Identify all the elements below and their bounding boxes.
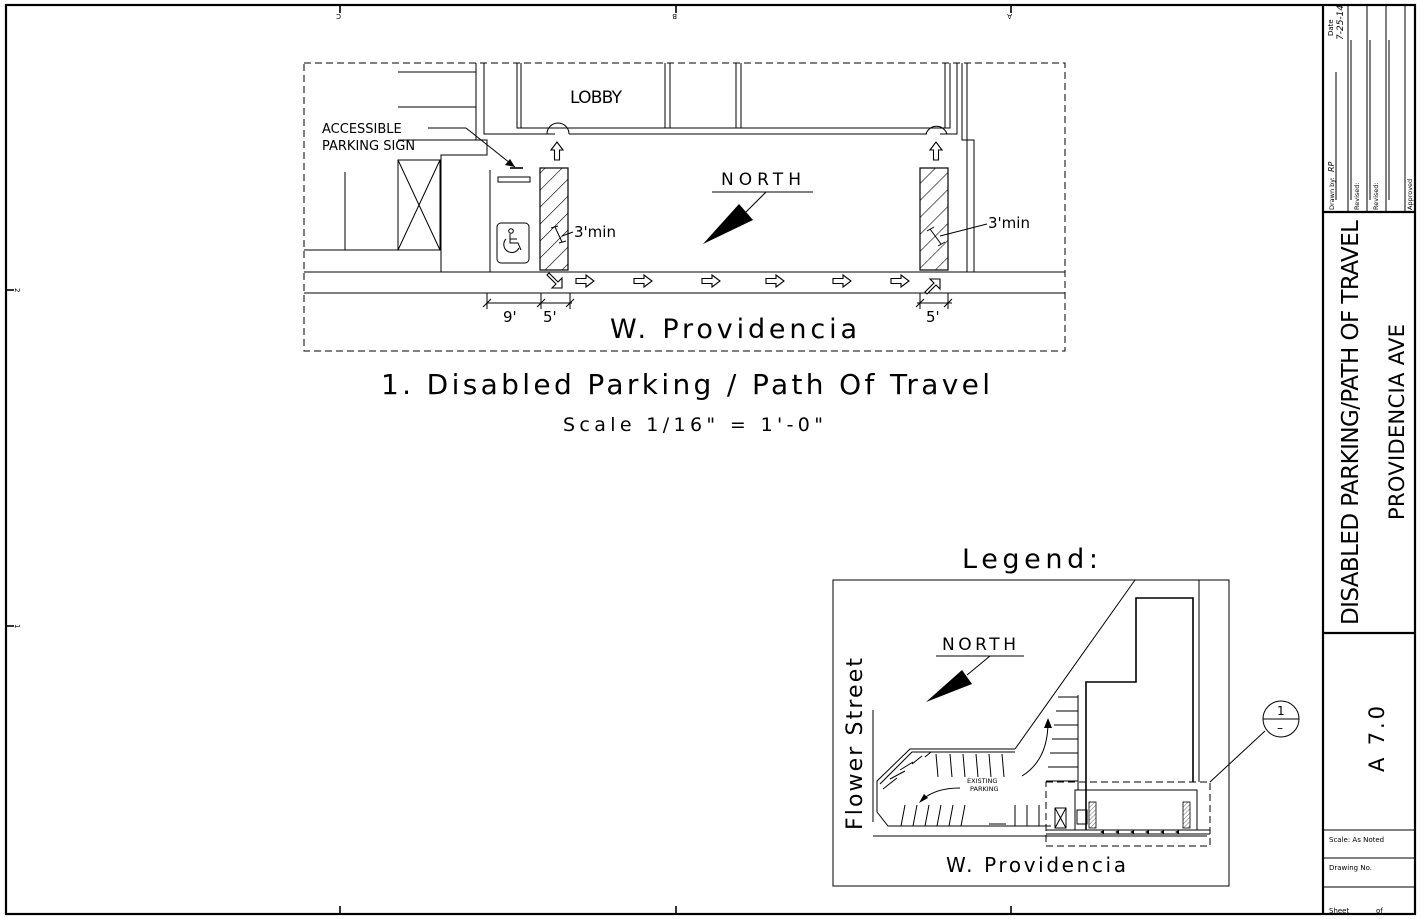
main-plan: LOBBY ACCESSIBLE PARKING SIGN <box>303 62 1066 352</box>
of-label: of <box>1376 907 1383 915</box>
drawn-by-value: RP <box>1327 161 1336 172</box>
svg-text:–: – <box>1277 721 1283 735</box>
accessible-stall <box>489 170 530 272</box>
path-of-travel-arrows <box>546 272 941 295</box>
drawing-scale: Scale 1/16" = 1'-0" <box>563 414 823 436</box>
path-arrow-up-right <box>929 141 943 161</box>
approved-label: Approved <box>1406 179 1414 210</box>
svg-text:5': 5' <box>926 308 940 326</box>
sheet-border: C B A 2 1 <box>4 3 1417 916</box>
dimension-lines: 9' 5' 5' <box>482 293 953 326</box>
sidewalk <box>304 271 1065 294</box>
svg-text:Flower Street: Flower Street <box>843 658 868 830</box>
legend-box: NORTH Flower Street <box>832 579 1230 887</box>
street-label-main: W. Providencia <box>610 314 857 345</box>
north-arrow: NORTH <box>703 170 813 244</box>
min-clearance-left: 3'min <box>550 223 616 244</box>
svg-text:EXISTING: EXISTING <box>967 777 997 785</box>
svg-text:3'min: 3'min <box>574 223 616 241</box>
svg-text:9': 9' <box>503 308 517 326</box>
drawn-by-label: Drawn by: <box>1328 177 1336 210</box>
accessible-parking-sign: ACCESSIBLE PARKING SIGN <box>322 122 531 183</box>
sheet-title: DISABLED PARKING/PATH OF TRAVEL <box>1338 220 1364 625</box>
drawing-title: 1. Disabled Parking / Path Of Travel <box>381 368 990 401</box>
sheet-label: Sheet <box>1329 907 1349 915</box>
revised-label-1: Revised: <box>1353 182 1361 210</box>
zone-mark-a: A <box>1007 12 1012 20</box>
lobby-label: LOBBY <box>570 88 623 108</box>
svg-text:W. Providencia: W. Providencia <box>946 853 1126 877</box>
svg-text:NORTH: NORTH <box>721 170 801 190</box>
title-block: Date 7-25-14 Drawn by: RP Revised: Revis… <box>1323 5 1415 915</box>
access-aisle-right <box>919 167 949 271</box>
left-wall-stubs <box>304 71 476 251</box>
legend-heading: Legend: <box>962 544 1098 575</box>
min-clearance-right: 3'min <box>926 214 1030 247</box>
wheelchair-icon <box>496 222 530 264</box>
zone-mark-c: C <box>336 12 341 20</box>
svg-text:NORTH: NORTH <box>942 635 1016 655</box>
drawing-no-label: Drawing No. <box>1329 864 1372 872</box>
svg-text:3'min: 3'min <box>988 214 1030 232</box>
building-outline <box>440 63 975 272</box>
sheet-number: A 7.0 <box>1365 706 1389 772</box>
date-label: Date <box>1327 19 1335 36</box>
plan-boundary <box>303 62 1066 352</box>
zone-mark-b: B <box>672 12 677 20</box>
svg-text:1: 1 <box>1277 704 1285 718</box>
svg-text:ACCESSIBLE: ACCESSIBLE <box>322 122 402 137</box>
elevator-x <box>397 159 441 251</box>
svg-text:5': 5' <box>543 308 557 326</box>
access-aisle-left <box>539 167 569 271</box>
revised-label-2: Revised: <box>1372 182 1380 210</box>
date-value: 7-25-14 <box>1336 5 1346 40</box>
zone-mark-1: 1 <box>13 624 21 628</box>
svg-text:PARKING: PARKING <box>970 785 999 793</box>
project-name: PROVIDENCIA AVE <box>1385 324 1409 520</box>
path-arrow-up-left <box>550 141 564 161</box>
svg-text:PARKING SIGN: PARKING SIGN <box>322 139 415 154</box>
zone-mark-2: 2 <box>13 288 21 292</box>
detail-callout: 1 – <box>1209 700 1300 783</box>
scale-note: Scale: As Noted <box>1329 836 1384 844</box>
